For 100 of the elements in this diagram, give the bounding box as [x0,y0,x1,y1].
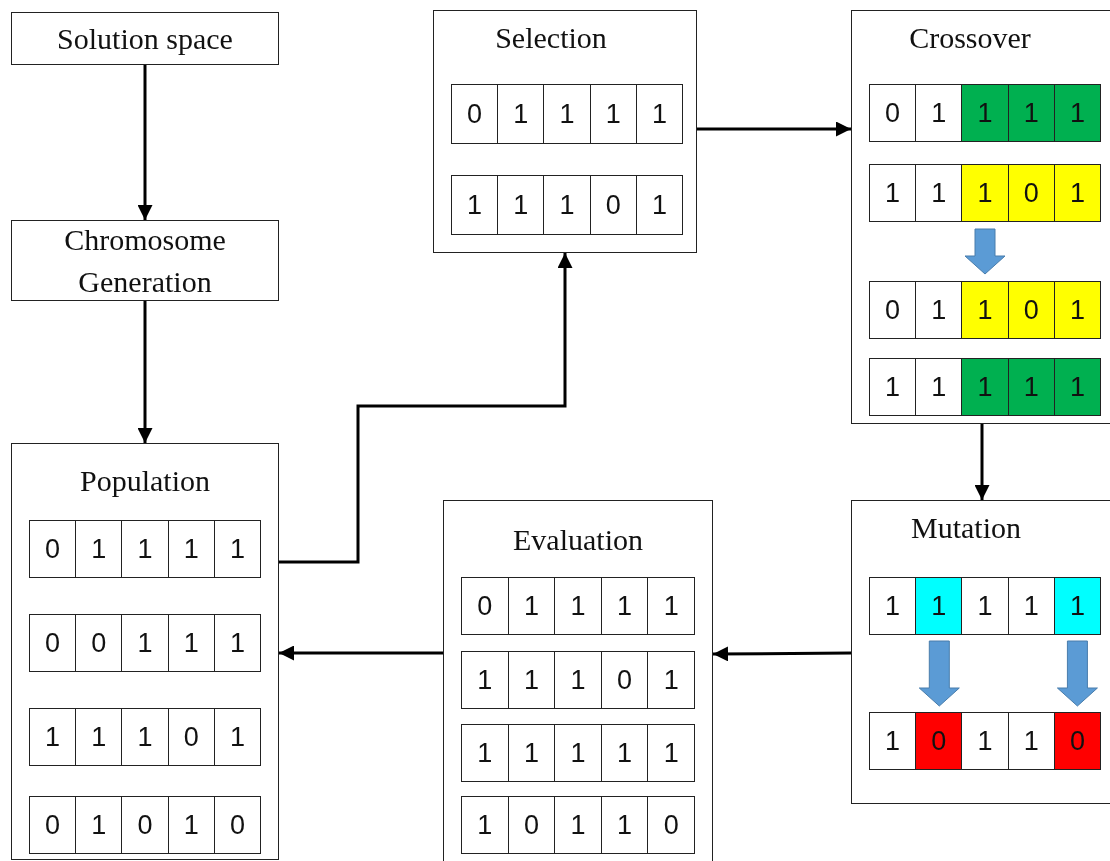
bit-cell: 0 [648,797,694,853]
bit-cell: 1 [555,797,602,853]
bit-cell: 1 [870,359,917,415]
bit-cell: 1 [508,652,556,708]
bit-cell: 1 [1008,713,1055,769]
bit-cell: 1 [601,578,649,634]
bit-cell: 1 [636,176,682,234]
bit-cell: 1 [1054,359,1100,415]
bit-cell: 1 [214,521,260,577]
bit-cell: 0 [601,652,649,708]
bit-cell: 0 [870,282,917,338]
process-box [11,12,279,65]
bit-cell: 0 [1054,713,1100,769]
bit-cell: 1 [168,797,215,853]
stage-panel [851,10,1110,424]
bit-cell: 1 [962,578,1009,634]
bit-cell: 1 [462,652,509,708]
chromosome-row [461,796,695,854]
bit-cell: 0 [508,797,556,853]
bit-cell: 1 [76,797,123,853]
bit-cell: 0 [870,85,917,141]
bit-cell: 1 [168,615,215,671]
bit-cell: 0 [214,797,260,853]
bit-cell: 1 [555,578,602,634]
bit-cell: 1 [498,176,545,234]
bit-cell: 1 [962,282,1009,338]
arrow [137,301,153,443]
arrow [713,646,851,662]
stage-panel [851,500,1110,804]
bit-cell: 1 [462,725,509,781]
arrow [974,424,990,500]
chromosome-row [869,712,1101,770]
bit-cell: 1 [1008,359,1055,415]
bit-cell: 0 [30,615,77,671]
bit-cell: 1 [1054,282,1100,338]
bit-cell: 1 [214,709,260,765]
bit-cell: 1 [555,725,602,781]
bit-cell: 1 [601,797,649,853]
bit-cell: 1 [601,725,649,781]
bit-cell: 1 [1008,578,1055,634]
bit-cell: 1 [962,359,1009,415]
bit-cell: 1 [498,85,545,143]
chromosome-row [869,358,1101,416]
block-arrow [1056,640,1098,707]
bit-cell: 1 [962,713,1009,769]
chromosome-row [869,281,1101,339]
box-label: Chromosome Generation [63,221,227,300]
chromosome-row [869,84,1101,142]
chromosome-row [461,651,695,709]
bit-cell: 1 [1054,578,1100,634]
bit-cell: 0 [916,713,963,769]
chromosome-row [451,175,683,235]
arrow [279,645,443,661]
block-arrow [918,640,960,707]
bit-cell: 1 [214,615,260,671]
chromosome-row [29,708,261,766]
bit-cell: 1 [544,85,591,143]
bit-cell: 1 [452,176,499,234]
chromosome-row [461,577,695,635]
stage-panel [11,443,279,860]
bit-cell: 1 [636,85,682,143]
block-arrow [964,228,1006,275]
panel-title: Crossover [909,21,1031,54]
bit-cell: 1 [555,652,602,708]
panel-title: Mutation [911,511,1021,544]
bit-cell: 1 [122,521,169,577]
bit-cell: 1 [648,725,694,781]
bit-cell: 1 [30,709,77,765]
bit-cell: 0 [122,797,169,853]
stage-panel [433,10,697,253]
bit-cell: 0 [30,797,77,853]
bit-cell: 1 [122,615,169,671]
bit-cell: 0 [168,709,215,765]
panel-title: Selection [495,21,607,54]
bit-cell: 1 [590,85,637,143]
arrow [137,65,153,220]
bit-cell: 0 [1008,165,1055,221]
bit-cell: 1 [462,797,509,853]
bit-cell: 1 [76,709,123,765]
bit-cell: 1 [508,725,556,781]
chromosome-row [461,724,695,782]
bit-cell: 1 [544,176,591,234]
chromosome-row [29,614,261,672]
arrow [697,121,851,137]
bit-cell: 1 [648,578,694,634]
bit-cell: 1 [870,165,917,221]
process-box [11,220,279,301]
box-label: Solution space [57,20,233,57]
bit-cell: 1 [962,85,1009,141]
bit-cell: 1 [1008,85,1055,141]
bit-cell: 1 [648,652,694,708]
bit-cell: 1 [1054,85,1100,141]
bit-cell: 1 [1054,165,1100,221]
bit-cell: 1 [76,521,123,577]
bit-cell: 0 [1008,282,1055,338]
panel-title: Population [80,464,210,497]
panel-title: Evaluation [513,523,643,556]
bit-cell: 1 [168,521,215,577]
bit-cell: 1 [508,578,556,634]
bit-cell: 0 [76,615,123,671]
